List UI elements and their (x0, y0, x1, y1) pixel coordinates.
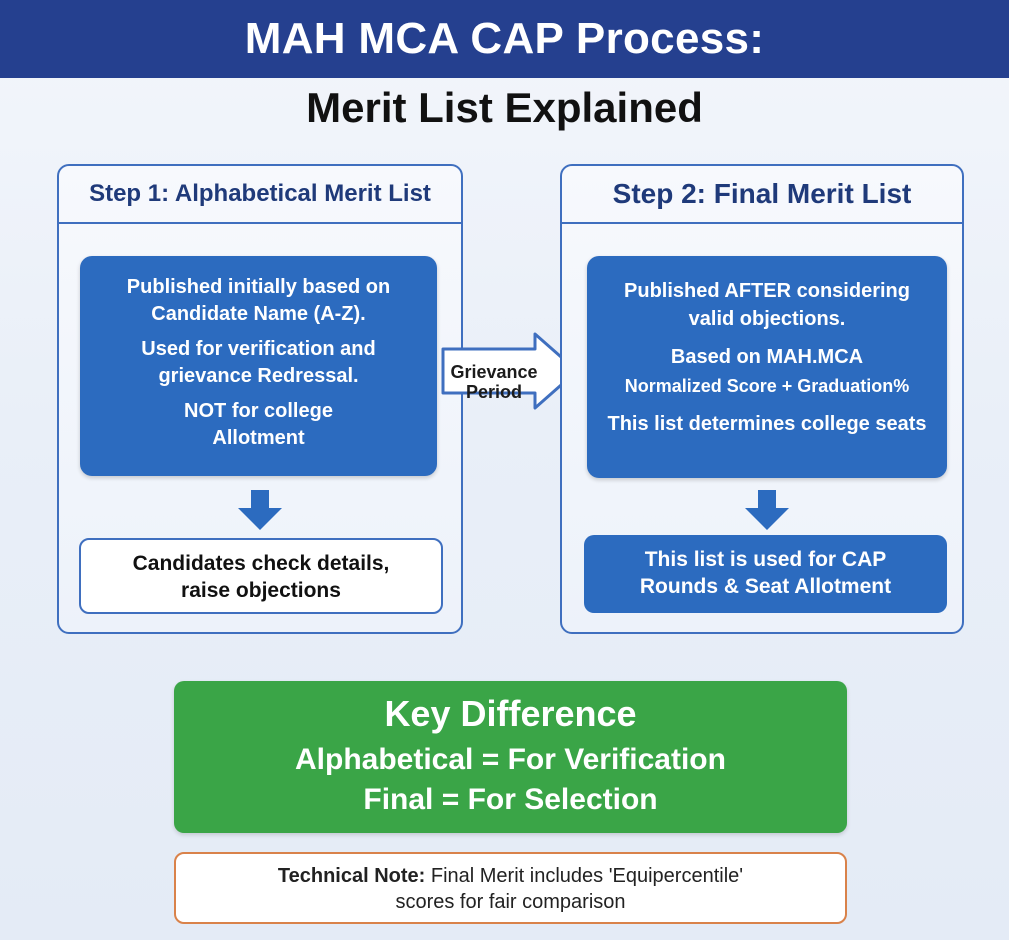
step1-info-line: Allotment (212, 427, 305, 449)
grievance-label: Grievance Period (444, 362, 544, 402)
step1-result-line: raise objections (181, 579, 341, 602)
page-title: MAH MCA CAP Process: (244, 14, 765, 63)
step2-info-line: Based on MAH.MCA (670, 346, 864, 368)
page-subtitle: Merit List Explained (306, 84, 703, 131)
step1-info-line: NOT for college (184, 400, 333, 422)
grievance-label-line: Period (465, 382, 522, 402)
key-difference-line: Final = For Selection (363, 783, 658, 816)
grievance-label-line: Grievance (450, 362, 538, 382)
step2-info-line: Normalized Score + Graduation% (624, 376, 910, 396)
step1-down-arrow-icon (238, 490, 282, 530)
technical-note-box: Technical Note: Final Merit includes 'Eq… (174, 852, 847, 924)
step1-info-line: Candidate Name (A-Z). (151, 303, 366, 325)
step2-info-line: valid objections. (688, 308, 846, 330)
step2-info-line: Published AFTER considering (624, 280, 910, 302)
step1-info-line: Published initially based on (126, 276, 391, 298)
step2-result-line: This list is used for CAP (644, 548, 887, 571)
step2-panel: Step 2: Final Merit List Published AFTER… (560, 164, 964, 634)
step1-panel: Step 1: Alphabetical Merit List Publishe… (57, 164, 463, 634)
technical-note-text: Final Merit includes 'Equipercentile' (425, 865, 744, 887)
key-difference-box: Key Difference Alphabetical = For Verifi… (174, 681, 847, 833)
step1-header: Step 1: Alphabetical Merit List (59, 166, 461, 224)
step2-info-line: This list determines college seats (607, 413, 927, 435)
step1-result-box: Candidates check details, raise objectio… (79, 538, 443, 614)
step2-down-arrow-icon (745, 490, 789, 530)
technical-note-line2: scores for fair comparison (395, 891, 626, 913)
step1-result-line: Candidates check details, (132, 552, 390, 575)
step2-result-box: This list is used for CAP Rounds & Seat … (584, 535, 947, 613)
technical-note-line: Technical Note: Final Merit includes 'Eq… (176, 863, 845, 889)
key-difference-line: Alphabetical = For Verification (295, 743, 726, 776)
step2-info-box: Published AFTER considering valid object… (587, 256, 947, 478)
technical-note-label: Technical Note: (277, 865, 426, 887)
key-difference-title: Key Difference (384, 693, 637, 734)
title-bar: MAH MCA CAP Process: (0, 0, 1009, 78)
grievance-arrow-icon (441, 332, 579, 410)
step2-result-line: Rounds & Seat Allotment (639, 575, 892, 598)
step1-info-line: Used for verification and (141, 338, 376, 360)
step1-info-line: grievance Redressal. (158, 365, 359, 387)
step1-info-box: Published initially based on Candidate N… (80, 256, 437, 476)
step2-header: Step 2: Final Merit List (562, 166, 962, 224)
